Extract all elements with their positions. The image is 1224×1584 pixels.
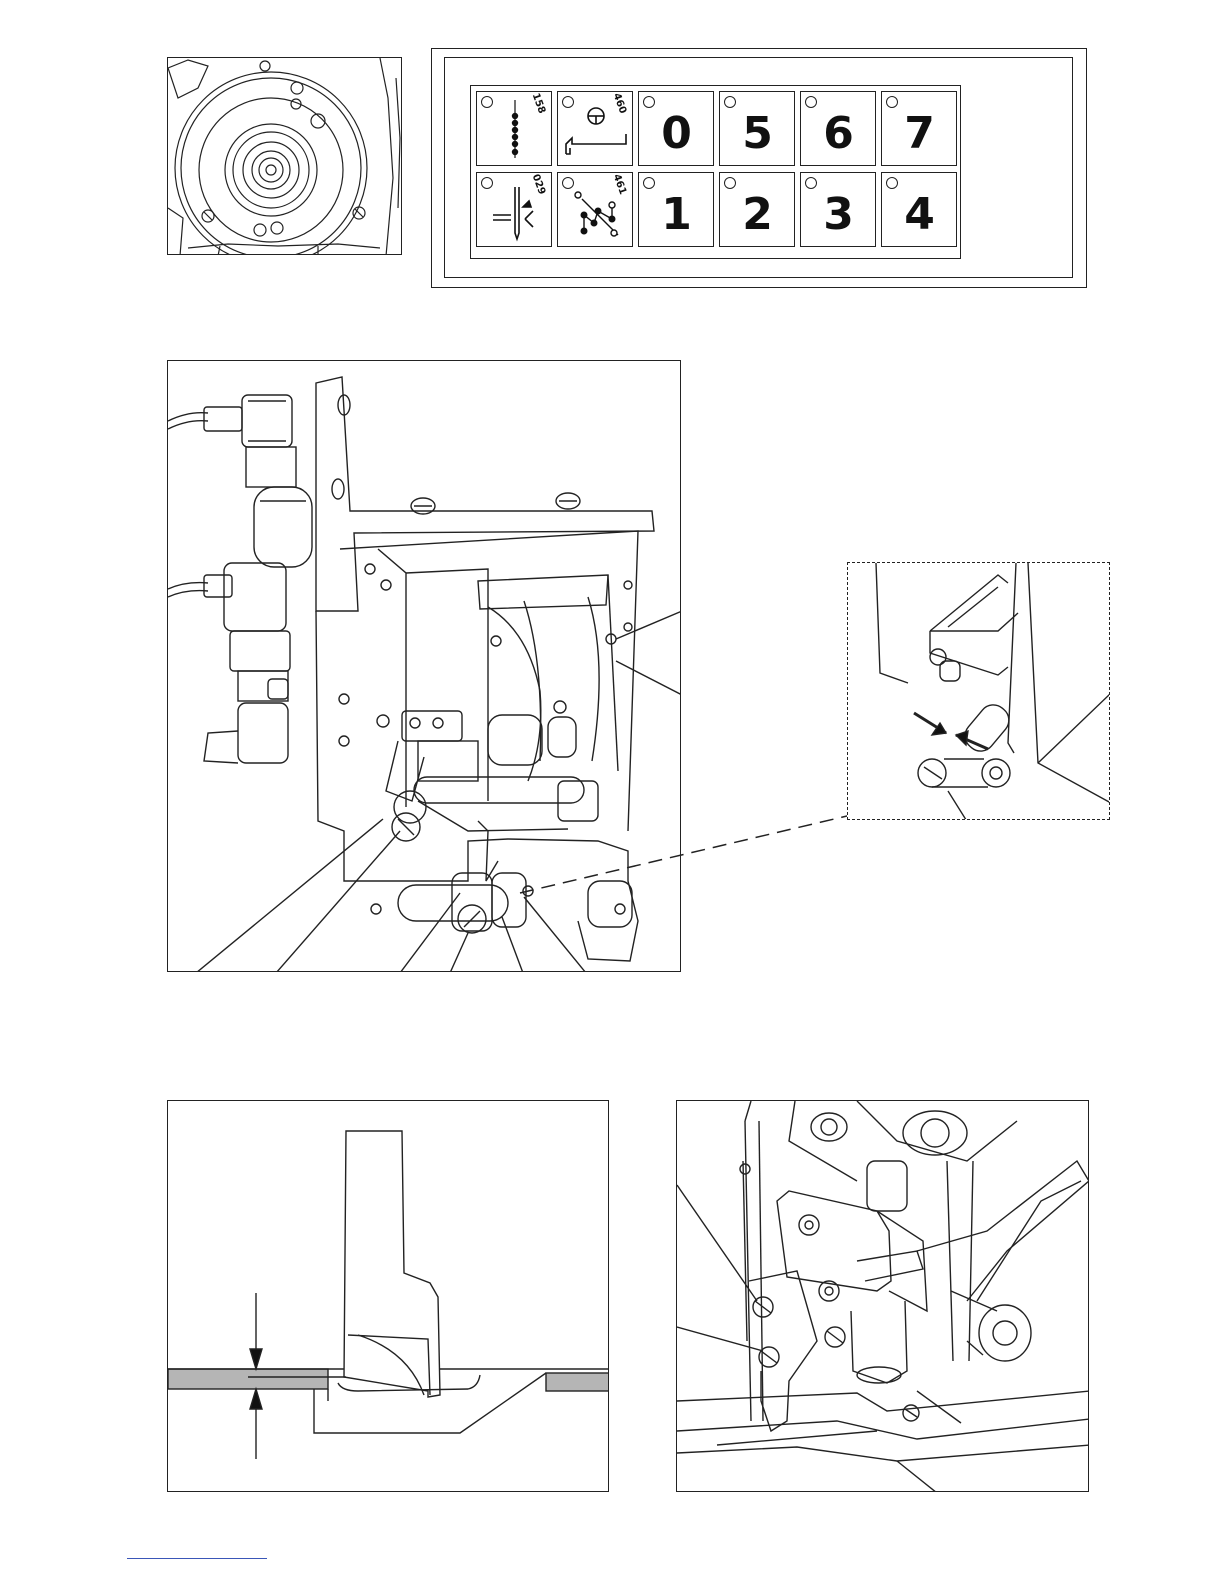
key-number: 4 xyxy=(882,185,956,245)
key-number: 0 xyxy=(639,104,713,164)
key-number: 2 xyxy=(720,185,794,245)
key-number: 1 xyxy=(639,185,713,245)
key-1[interactable]: 1 xyxy=(638,172,714,247)
figure-detail xyxy=(847,562,1110,820)
key-2[interactable]: 2 xyxy=(719,172,795,247)
control-panel: 158 460 0 xyxy=(444,57,1073,278)
key-number: 6 xyxy=(801,104,875,164)
presser-foot-icon xyxy=(677,1101,1089,1492)
figure-mechanism xyxy=(167,360,681,972)
key-stitch-pattern[interactable]: 461 xyxy=(557,172,633,247)
key-6[interactable]: 6 xyxy=(800,91,876,166)
figure-presser xyxy=(676,1100,1089,1492)
key-number: 5 xyxy=(720,104,794,164)
key-0[interactable]: 0 xyxy=(638,91,714,166)
stitch-pattern-icon xyxy=(558,173,634,248)
stitch-column-icon xyxy=(477,92,553,167)
motor-hub-icon xyxy=(168,58,402,255)
key-stitch-column[interactable]: 158 xyxy=(476,91,552,166)
key-7[interactable]: 7 xyxy=(881,91,957,166)
key-grid: 158 460 0 xyxy=(470,85,961,259)
clearance-detail-icon xyxy=(848,563,1110,820)
footer-link-underline xyxy=(127,1558,267,1559)
key-clamp-foot[interactable]: 460 xyxy=(557,91,633,166)
key-needle-thread[interactable]: 029 xyxy=(476,172,552,247)
key-number: 7 xyxy=(882,104,956,164)
figure-motor xyxy=(167,57,402,255)
clamp-foot-icon xyxy=(558,92,634,167)
control-panel-frame: 158 460 0 xyxy=(431,48,1087,288)
key-3[interactable]: 3 xyxy=(800,172,876,247)
figure-knife-gauge xyxy=(167,1100,609,1492)
pneumatic-cylinder-icon xyxy=(168,361,681,972)
needle-thread-icon xyxy=(477,173,553,248)
key-5[interactable]: 5 xyxy=(719,91,795,166)
knife-clearance-icon xyxy=(168,1101,609,1492)
key-number: 3 xyxy=(801,185,875,245)
key-4[interactable]: 4 xyxy=(881,172,957,247)
